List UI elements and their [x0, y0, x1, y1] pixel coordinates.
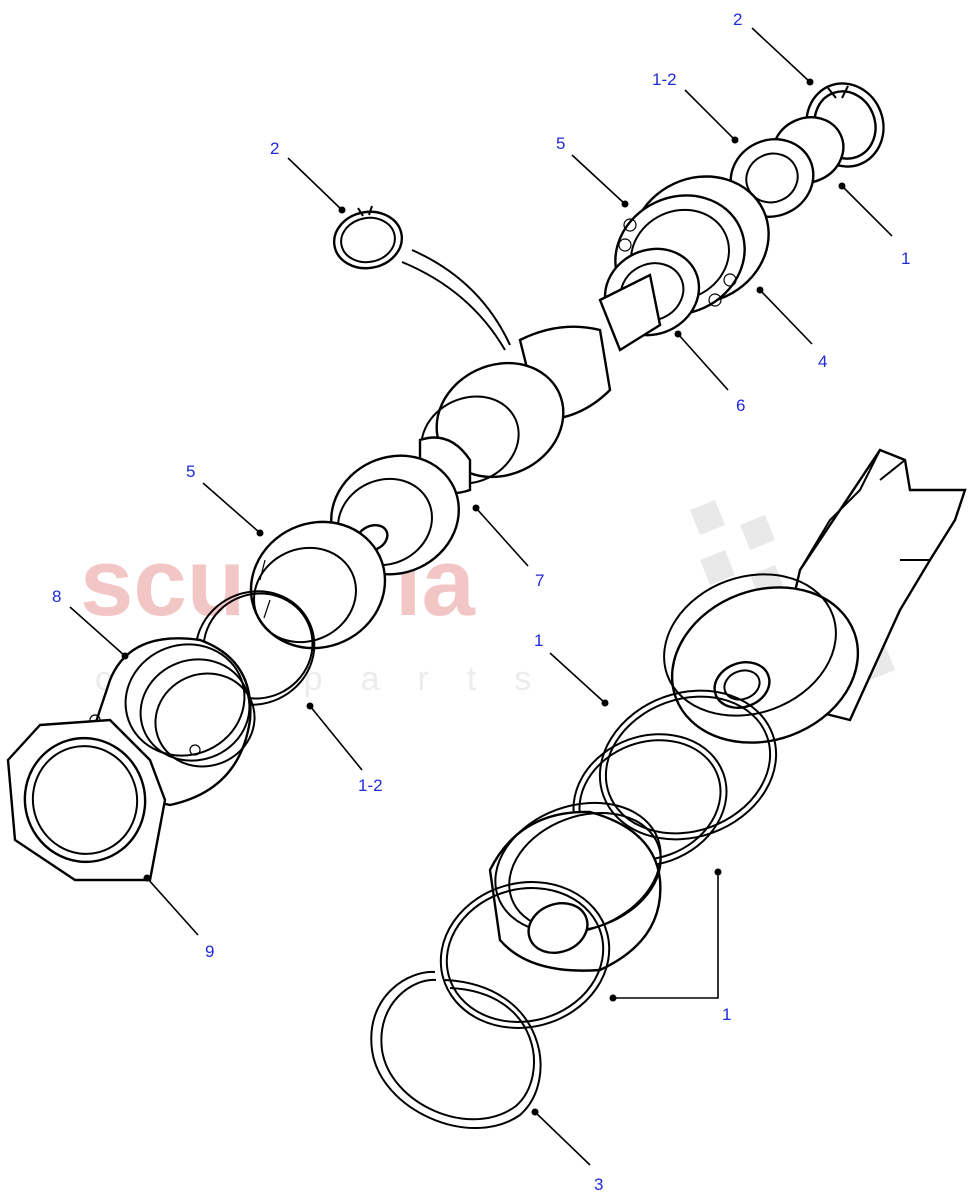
callout-1-2-top[interactable]: 1-2 — [652, 70, 677, 89]
callout-3[interactable]: 3 — [594, 1175, 603, 1194]
callout-8[interactable]: 8 — [52, 587, 61, 606]
octagonal-nut — [6, 718, 167, 882]
seal-ring-large-1 — [598, 689, 778, 841]
split-ring — [370, 970, 542, 1130]
circlip-left — [332, 205, 511, 351]
callout-7[interactable]: 7 — [535, 571, 544, 590]
callout-1-mid[interactable]: 1 — [534, 631, 543, 650]
callout-2-left[interactable]: 2 — [270, 139, 279, 158]
callout-9[interactable]: 9 — [205, 942, 214, 961]
callout-5-mid[interactable]: 5 — [186, 462, 195, 481]
seal-ring-bottom — [439, 881, 611, 1029]
piston — [488, 801, 662, 972]
callout-1-2-mid[interactable]: 1-2 — [358, 776, 383, 795]
callout-6[interactable]: 6 — [736, 396, 745, 415]
leader-lines — [69, 27, 893, 1166]
callout-1-bottom[interactable]: 1 — [722, 1005, 731, 1024]
callout-4[interactable]: 4 — [818, 352, 827, 371]
callout-labels: 2 1-2 5 1 2 4 6 5 7 8 1 1-2 9 1 3 — [52, 10, 910, 1194]
callout-5-top[interactable]: 5 — [556, 134, 565, 153]
bearing-cup-mid — [249, 520, 387, 650]
callout-2-top[interactable]: 2 — [733, 10, 742, 29]
cylinder-housing — [663, 448, 967, 744]
pinion-shaft — [329, 273, 662, 576]
callout-1-top[interactable]: 1 — [901, 249, 910, 268]
